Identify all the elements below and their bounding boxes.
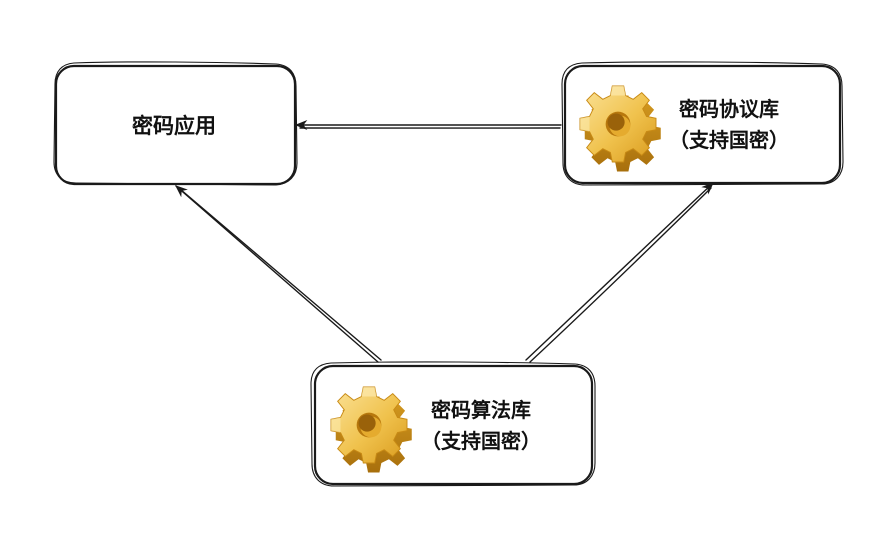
node-crypto-protocol-library[interactable]: 密码协议库 （支持国密）: [561, 61, 844, 186]
gear-icon: [330, 386, 413, 473]
edge-algorithm-to-app: [175, 185, 382, 363]
edge-algorithm-to-protocol: [525, 182, 714, 363]
node-crypto-protocol-library-title: 密码协议库: [679, 97, 779, 121]
node-crypto-protocol-library-subtitle: （支持国密）: [669, 128, 789, 152]
node-crypto-application-label: 密码应用: [132, 114, 216, 138]
node-crypto-application[interactable]: 密码应用: [53, 61, 298, 186]
node-crypto-algorithm-library-subtitle: （支持国密）: [421, 429, 541, 453]
gear-icon: [579, 85, 662, 172]
node-crypto-algorithm-library[interactable]: 密码算法库 （支持国密）: [310, 361, 596, 487]
edge-protocol-to-app: [294, 119, 562, 131]
node-crypto-algorithm-library-title: 密码算法库: [431, 398, 531, 422]
